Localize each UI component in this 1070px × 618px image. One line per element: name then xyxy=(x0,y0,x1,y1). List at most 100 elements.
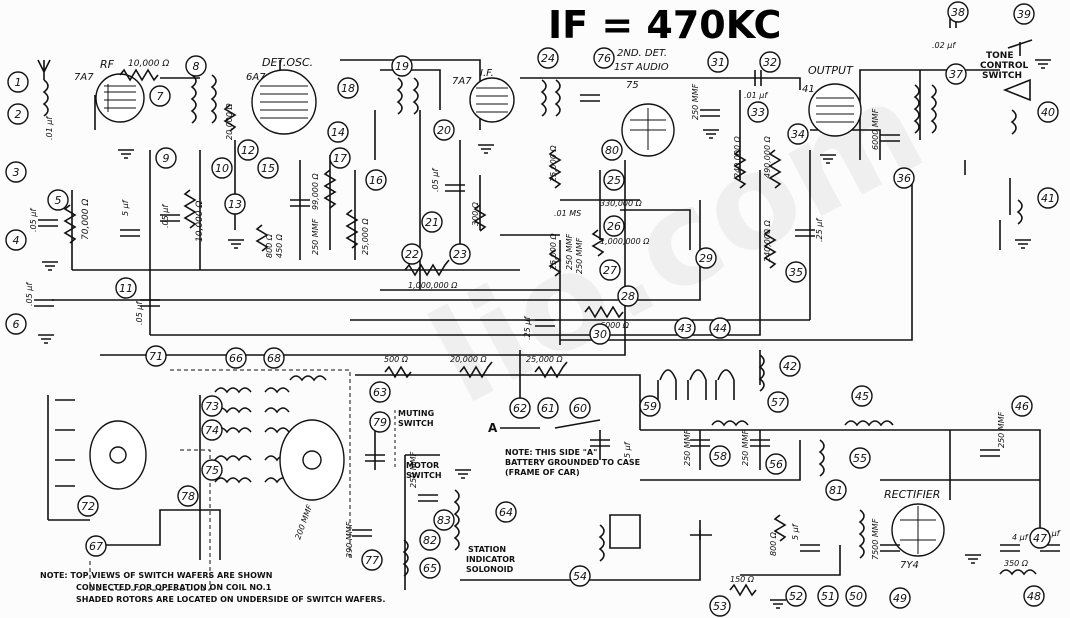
callout-number-20: 20 xyxy=(437,124,451,137)
callout-number-78: 78 xyxy=(181,490,195,503)
callout-number-5: 5 xyxy=(55,194,62,207)
val-c47b: 8 μf xyxy=(1044,529,1061,538)
val-r62: 20,000 Ω xyxy=(450,355,488,364)
callout-number-71: 71 xyxy=(149,350,163,363)
callout-number-21: 21 xyxy=(425,216,439,229)
val-r16: 25,000 Ω xyxy=(361,217,370,255)
callout-circle-51 xyxy=(817,585,839,607)
val-r25: 330,000 Ω xyxy=(600,199,643,208)
val-c46: 250 MMF xyxy=(997,411,1006,448)
label-motor2: SWITCH xyxy=(406,471,442,480)
callout-circle-16 xyxy=(365,169,387,191)
callout-circle-21 xyxy=(421,211,443,233)
val-r5: 70,000 Ω xyxy=(81,199,91,240)
callout-number-38: 38 xyxy=(951,6,965,19)
val-c56: 250 MMF xyxy=(741,429,750,466)
callout-circle-59 xyxy=(639,395,661,417)
val-r28: 25,000 Ω xyxy=(549,232,558,270)
tube-output: OUTPUT 41 xyxy=(802,64,862,137)
wiring xyxy=(47,59,1041,590)
callout-circle-50 xyxy=(845,585,867,607)
tone-line3: SWITCH xyxy=(982,71,1022,81)
tube-det-osc: DET.OSC. 6A7 xyxy=(246,56,317,135)
val-c63: 200 MMF xyxy=(293,503,314,540)
callout-circle-41 xyxy=(1037,187,1059,209)
callout-number-51: 51 xyxy=(821,590,835,603)
callout-number-6: 6 xyxy=(13,318,20,331)
callout-circle-77 xyxy=(361,549,383,571)
callout-circle-29 xyxy=(695,247,717,269)
val-r10: 10,000 Ω xyxy=(195,201,205,242)
callout-number-54: 54 xyxy=(573,570,587,583)
callout-circle-35 xyxy=(785,261,807,283)
callout-number-40: 40 xyxy=(1041,106,1055,119)
callout-number-15: 15 xyxy=(261,162,275,175)
callout-number-24: 24 xyxy=(541,52,555,65)
callout-number-61: 61 xyxy=(541,402,555,415)
callout-number-36: 36 xyxy=(897,172,911,185)
callout-number-31: 31 xyxy=(711,56,725,69)
callout-number-74: 74 xyxy=(205,424,219,437)
callout-circle-46 xyxy=(1011,395,1033,417)
callout-circle-9 xyxy=(155,147,177,169)
val-c27: 250 MMF xyxy=(565,233,574,270)
callout-circle-18 xyxy=(337,77,359,99)
note-a2: BATTERY GROUNDED TO CASE xyxy=(505,458,640,467)
callout-number-47: 47 xyxy=(1033,532,1047,545)
callout-number-8: 8 xyxy=(193,60,200,73)
callout-circle-79 xyxy=(369,411,391,433)
callout-number-14: 14 xyxy=(331,126,345,139)
callout-number-10: 10 xyxy=(215,162,229,175)
callout-number-82: 82 xyxy=(423,534,437,547)
callout-circle-26 xyxy=(603,215,625,237)
if-func: I.F. xyxy=(480,68,494,79)
val-c82: 250 MMF xyxy=(409,451,418,488)
val-c47: 4 μf xyxy=(1012,533,1029,542)
callout-number-67: 67 xyxy=(89,540,103,553)
label-muting: MUTING xyxy=(398,409,434,418)
callout-circle-82 xyxy=(419,529,441,551)
callout-number-27: 27 xyxy=(603,264,617,277)
callout-number-17: 17 xyxy=(333,152,347,165)
callout-number-18: 18 xyxy=(341,82,355,95)
note-b1: NOTE: TOP VIEWS OF SWITCH WAFERS ARE SHO… xyxy=(40,571,272,580)
callout-circle-3 xyxy=(5,161,27,183)
callout-circle-17 xyxy=(329,147,351,169)
callout-circle-37 xyxy=(945,63,967,85)
val-c49: 7500 MMF xyxy=(871,518,880,560)
callout-number-83: 83 xyxy=(437,514,451,527)
title: IF = 470KC xyxy=(548,3,781,47)
callout-number-53: 53 xyxy=(713,600,727,613)
rf-type: 7A7 xyxy=(74,72,94,83)
callout-number-33: 33 xyxy=(751,106,765,119)
callout-circle-60 xyxy=(569,397,591,419)
val-r7: 10,000 Ω xyxy=(128,59,169,69)
val-r53: 150 Ω xyxy=(730,575,755,584)
callout-circle-52 xyxy=(785,585,807,607)
callout-number-75: 75 xyxy=(205,464,219,477)
callout-circle-12 xyxy=(237,139,259,161)
callout-circle-36 xyxy=(893,167,915,189)
output-func: OUTPUT xyxy=(808,64,854,77)
callout-number-76: 76 xyxy=(597,52,611,65)
callout-circle-39 xyxy=(1013,3,1035,25)
callout-number-1: 1 xyxy=(15,76,22,89)
callout-circle-53 xyxy=(709,595,731,617)
note-a1: NOTE: THIS SIDE "A" xyxy=(505,448,597,457)
val-c31: 250 MMF xyxy=(691,83,700,120)
callout-number-68: 68 xyxy=(267,352,281,365)
callout-number-4: 4 xyxy=(13,234,20,247)
callout-number-16: 16 xyxy=(369,174,383,187)
val-r22: 1,000,000 Ω xyxy=(408,281,458,290)
callout-number-19: 19 xyxy=(395,60,409,73)
callout-number-25: 25 xyxy=(607,174,621,187)
callout-number-63: 63 xyxy=(373,386,387,399)
callout-circle-73 xyxy=(201,395,223,417)
callout-circle-67 xyxy=(85,535,107,557)
val-r24: 25,000 Ω xyxy=(549,144,558,182)
label-motor: MOTOR xyxy=(406,461,439,470)
callout-circle-63 xyxy=(369,381,391,403)
callout-circle-65 xyxy=(419,557,441,579)
audio-func2: 1ST AUDIO xyxy=(614,62,669,73)
callout-circle-42 xyxy=(779,355,801,377)
